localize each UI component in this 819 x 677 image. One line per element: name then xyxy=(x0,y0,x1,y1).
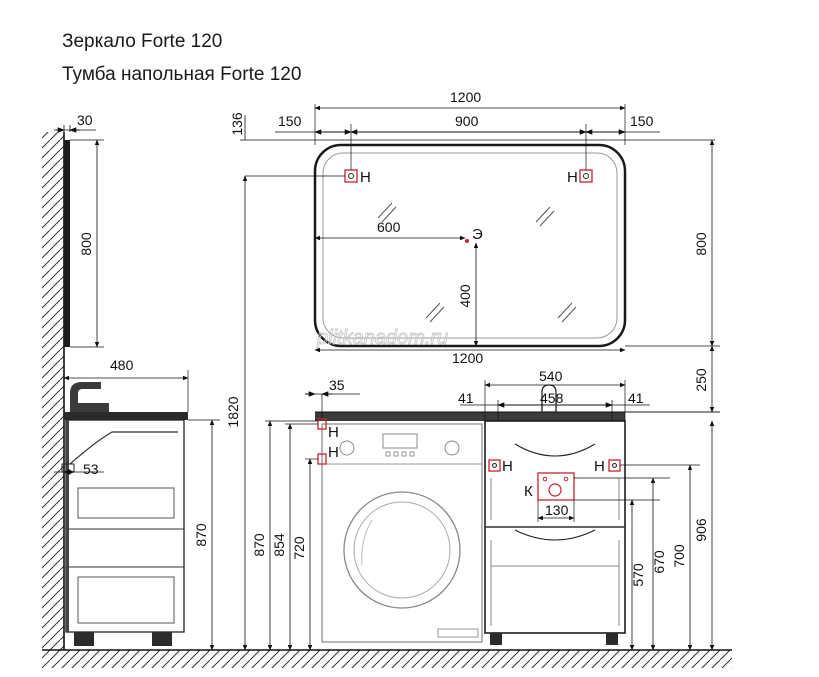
dim-top-left-offset: 35 xyxy=(329,377,345,393)
mirror-dimension-labels: 1200 136 150 900 150 1820 600 400 800 25… xyxy=(225,89,709,428)
cabinet-dimension-labels: 35 540 41 458 41 130 870 854 720 570 670… xyxy=(251,368,709,587)
cabinet-mount-left-icon xyxy=(488,459,501,472)
dim-height-854: 854 xyxy=(271,533,287,557)
dim-mirror-height-front: 800 xyxy=(693,232,709,256)
mirror-front xyxy=(313,143,627,348)
floor xyxy=(42,649,732,668)
dim-total-height: 1820 xyxy=(225,396,241,427)
dim-height-906: 906 xyxy=(693,518,709,542)
dim-base-width: 540 xyxy=(539,368,563,384)
watermark: plitkanadom.ru xyxy=(316,327,448,349)
socket-label: Э xyxy=(472,226,483,243)
front-cabinet: Н Н К Н Н xyxy=(315,384,626,645)
dim-height-670: 670 xyxy=(651,550,667,574)
dim-height-720: 720 xyxy=(291,536,307,560)
mount-point-left-icon xyxy=(344,169,358,183)
front-mirror: Н Н Э xyxy=(313,143,627,348)
glare-marks xyxy=(377,202,577,323)
side-mount-label-lower: Н xyxy=(328,444,339,461)
side-view xyxy=(61,140,188,646)
dim-top-offset: 136 xyxy=(229,112,245,136)
dim-height-700: 700 xyxy=(671,544,687,568)
cabinet-mount-label-left: Н xyxy=(502,458,513,475)
dim-side-left: 41 xyxy=(458,390,474,406)
mirror-dimensions xyxy=(240,104,720,651)
dim-mirror-right-margin: 150 xyxy=(630,113,654,129)
countertop-side xyxy=(64,412,188,420)
washing-machine xyxy=(321,423,483,643)
cabinet-title: Тумба напольная Forte 120 xyxy=(62,64,302,85)
dim-socket-vertical: 400 xyxy=(457,284,473,308)
mount-label-left: Н xyxy=(360,169,371,186)
dim-cabinet-height-side: 870 xyxy=(193,523,209,547)
dim-mount-spacing: 900 xyxy=(455,113,479,129)
dim-gap-height: 250 xyxy=(693,368,709,392)
drain-zone-icon xyxy=(537,472,575,501)
dim-mirror-width: 1200 xyxy=(450,89,481,105)
dim-side-right: 41 xyxy=(628,390,644,406)
socket-point-icon xyxy=(465,239,469,243)
mirror-side xyxy=(64,140,70,347)
dim-height-870: 870 xyxy=(251,533,267,557)
mount-label-right: Н xyxy=(567,169,578,186)
dim-cabinet-width: 1200 xyxy=(452,350,483,366)
cabinet-mount-label-right: Н xyxy=(594,458,605,475)
side-dimensions: 30 800 480 53 870 xyxy=(54,112,220,651)
countertop-front xyxy=(315,412,625,421)
wall xyxy=(42,132,65,650)
dim-cabinet-depth: 480 xyxy=(110,357,134,373)
dim-socket-horizontal: 600 xyxy=(377,219,401,235)
dim-mirror-height-side: 800 xyxy=(78,232,94,256)
cabinet-dimensions xyxy=(265,380,720,651)
faucet-icon xyxy=(70,382,109,412)
dim-height-570: 570 xyxy=(630,563,646,587)
dim-drain-width: 130 xyxy=(545,502,569,518)
mount-point-right-icon xyxy=(579,169,593,183)
dim-drain-offset: 53 xyxy=(83,461,99,477)
side-mount-label-upper: Н xyxy=(328,424,339,441)
drain-label: К xyxy=(524,483,533,500)
dim-mirror-left-margin: 150 xyxy=(278,113,302,129)
dim-mirror-depth: 30 xyxy=(77,112,93,128)
cabinet-mount-right-icon xyxy=(608,459,621,472)
mirror-title: Зеркало Forte 120 xyxy=(62,31,223,52)
dim-inner-width: 458 xyxy=(540,390,564,406)
